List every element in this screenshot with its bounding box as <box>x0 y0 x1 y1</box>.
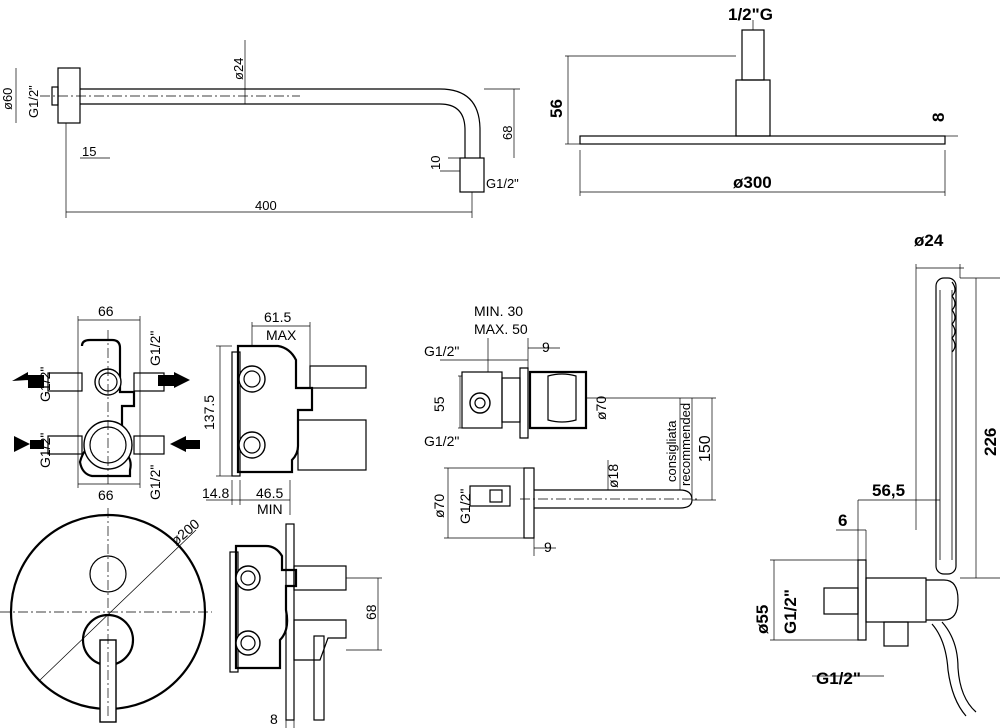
arrow-in-right-1 <box>158 372 190 388</box>
body-w-bot: 66 <box>98 487 114 503</box>
cover-plate-front: ø200 <box>0 508 212 723</box>
arm-dia: ø24 <box>231 58 246 80</box>
spout-d55: 55 <box>431 396 447 412</box>
arm-thread-left: G1/2" <box>26 85 41 118</box>
hand-hose-2 <box>941 621 977 713</box>
hand-d6: 6 <box>838 511 847 530</box>
arrow-in-right-2 <box>170 436 200 452</box>
plate-depth-8: 8 <box>270 711 278 727</box>
spout-d70-b: ø70 <box>431 494 447 518</box>
left-pipe-bot <box>47 435 83 455</box>
hand-dia-24: ø24 <box>914 231 944 250</box>
shower-head-view: 1/2"G 56 8 ø300 <box>547 5 958 196</box>
hand-thread-2: G1/2" <box>816 669 861 688</box>
hand-thread-1: G1/2" <box>781 589 800 634</box>
side-h-137-5: 137.5 <box>201 395 217 430</box>
side-max: MAX <box>266 327 297 343</box>
spout-thread-3: G1/2" <box>457 489 473 524</box>
mixer-body-side: 61.5 MAX 137.5 14.8 46.5 MIN <box>201 309 367 517</box>
hand-hose-1 <box>931 623 967 717</box>
spout-thread-2: G1/2" <box>424 433 459 449</box>
hand-wall-plate <box>857 559 867 641</box>
hand-dia-55: ø55 <box>753 605 772 634</box>
body-thread-l1: G1/2" <box>37 367 53 402</box>
spout-d9: 9 <box>542 339 550 355</box>
body-thread-tr: G1/2" <box>147 331 163 366</box>
side-d-46-5: 46.5 <box>256 485 283 501</box>
mixer-body-front: 66 66 G1/2" G1/2" G1/2" G1/2" <box>12 303 200 503</box>
hand-holder-cradle <box>926 579 959 621</box>
body-thread-br: G1/2" <box>147 465 163 500</box>
hand-inlet <box>823 587 859 615</box>
spout-views: MIN. 30 MAX. 50 9 G1/2" 55 ø70 G1/2" ø70… <box>424 303 716 556</box>
arm-flange-dia: ø60 <box>0 88 15 110</box>
spout-d150: 150 <box>697 435 714 462</box>
mixer-plate-side: 68 8 <box>229 523 382 728</box>
hand-off-56-5: 56,5 <box>872 481 905 500</box>
side-d-14-8: 14.8 <box>202 485 229 501</box>
spout-rosette-2 <box>523 467 535 539</box>
head-conn-thread: 1/2"G <box>728 5 773 24</box>
side-plaster-guard <box>231 351 241 477</box>
body-thread-l2: G1/2" <box>37 433 53 468</box>
hand-shower-handle <box>935 277 957 575</box>
spout-inlet <box>489 489 503 503</box>
body-w-top: 66 <box>98 303 114 319</box>
arrow-out-left-1 <box>12 372 44 388</box>
arm-offset-15: 15 <box>82 144 96 159</box>
head-plate <box>579 135 946 145</box>
spout-d70: ø70 <box>593 396 609 420</box>
arrow-in-left-2 <box>14 436 44 452</box>
head-thick-8: 8 <box>929 113 948 122</box>
shower-arm-view: ø60 G1/2" ø24 15 10 68 G1/2" 400 <box>0 40 520 218</box>
side-body-outline <box>236 344 314 474</box>
spout-d9-b: 9 <box>544 539 552 555</box>
side-w-61-5: 61.5 <box>264 309 291 325</box>
head-swivel <box>735 79 771 137</box>
spout-thread-1: G1/2" <box>424 343 459 359</box>
side-spindle-bot <box>297 419 367 471</box>
hand-shower-view: ø24 226 56,5 6 ø55 G1/2" G1/2" <box>753 231 1000 717</box>
arm-tube-top <box>80 88 481 158</box>
spout-recommended: recommended <box>678 403 693 486</box>
lever-side <box>293 619 347 661</box>
left-pipe-top <box>47 372 83 392</box>
arm-length-400: 400 <box>255 198 277 213</box>
hand-holder-body <box>865 577 927 623</box>
right-pipe-bot <box>133 435 165 455</box>
hand-len-226: 226 <box>981 428 1000 456</box>
arm-outlet <box>459 157 485 193</box>
plate-proj-68: 68 <box>363 604 379 620</box>
side-min: MIN <box>257 501 283 517</box>
spout-outlet-box <box>528 370 588 430</box>
spout-rosette <box>519 367 529 439</box>
hand-shower-spray <box>951 281 956 353</box>
head-height-56: 56 <box>547 99 566 118</box>
arm-drop-68: 68 <box>500 126 515 140</box>
plate-dia-200: ø200 <box>168 515 203 548</box>
head-dia-300: ø300 <box>733 173 772 192</box>
plate-upper-knob <box>89 555 127 593</box>
side-spindle-top <box>309 365 367 389</box>
arm-thread-right: G1/2" <box>486 176 519 191</box>
spout-min-30: MIN. 30 <box>474 303 523 319</box>
head-connector <box>741 29 765 81</box>
spout-d18: ø18 <box>605 464 621 488</box>
spout-consigliata: consigliata <box>664 420 679 482</box>
arm-offset-10: 10 <box>428 156 443 170</box>
spout-max-50: MAX. 50 <box>474 321 528 337</box>
upper-knob-side <box>293 565 347 591</box>
wall-flange <box>57 67 81 124</box>
hand-outlet-nut <box>883 621 909 647</box>
arm-tube-bottom <box>80 103 466 158</box>
